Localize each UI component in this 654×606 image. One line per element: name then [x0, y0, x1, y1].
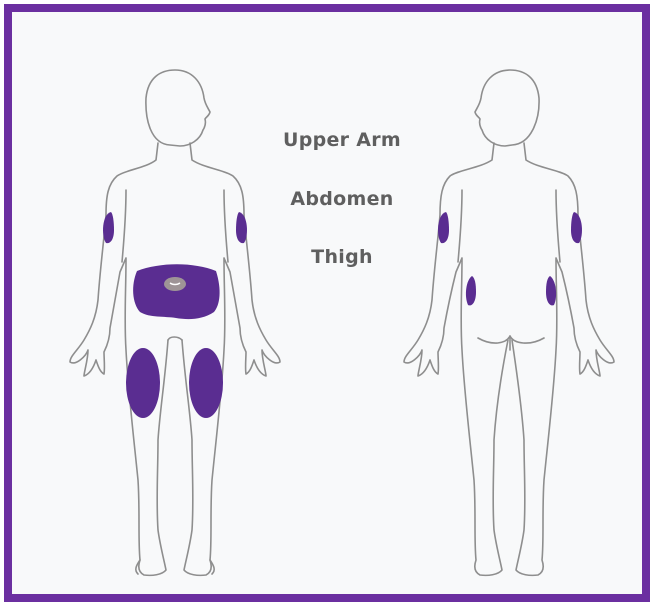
front-upper-arm-left-site — [103, 212, 114, 243]
back-buttocks-line — [478, 336, 544, 343]
front-crotch — [168, 337, 182, 340]
front-figure — [70, 70, 280, 575]
front-thigh-right-site — [189, 348, 223, 418]
front-inner-arm-left — [122, 190, 126, 262]
back-upper-arm-right-site — [571, 212, 582, 243]
label-thigh: Thigh — [311, 246, 373, 268]
front-thigh-left-site — [126, 348, 160, 418]
back-hip-right-site — [546, 276, 556, 305]
front-inner-arm-right — [224, 190, 228, 262]
front-head — [146, 70, 210, 146]
back-hip-left-site — [466, 276, 476, 305]
label-abdomen: Abdomen — [290, 188, 393, 210]
back-body-right — [512, 143, 614, 575]
back-inner-arm-left — [458, 190, 462, 262]
back-figure — [404, 70, 614, 575]
back-head — [475, 70, 539, 146]
front-abdomen-site — [133, 264, 219, 319]
back-body-left — [404, 143, 508, 575]
back-inner-arm-right — [556, 190, 560, 262]
label-upper-arm: Upper Arm — [283, 129, 401, 151]
front-upper-arm-right-site — [236, 212, 247, 243]
